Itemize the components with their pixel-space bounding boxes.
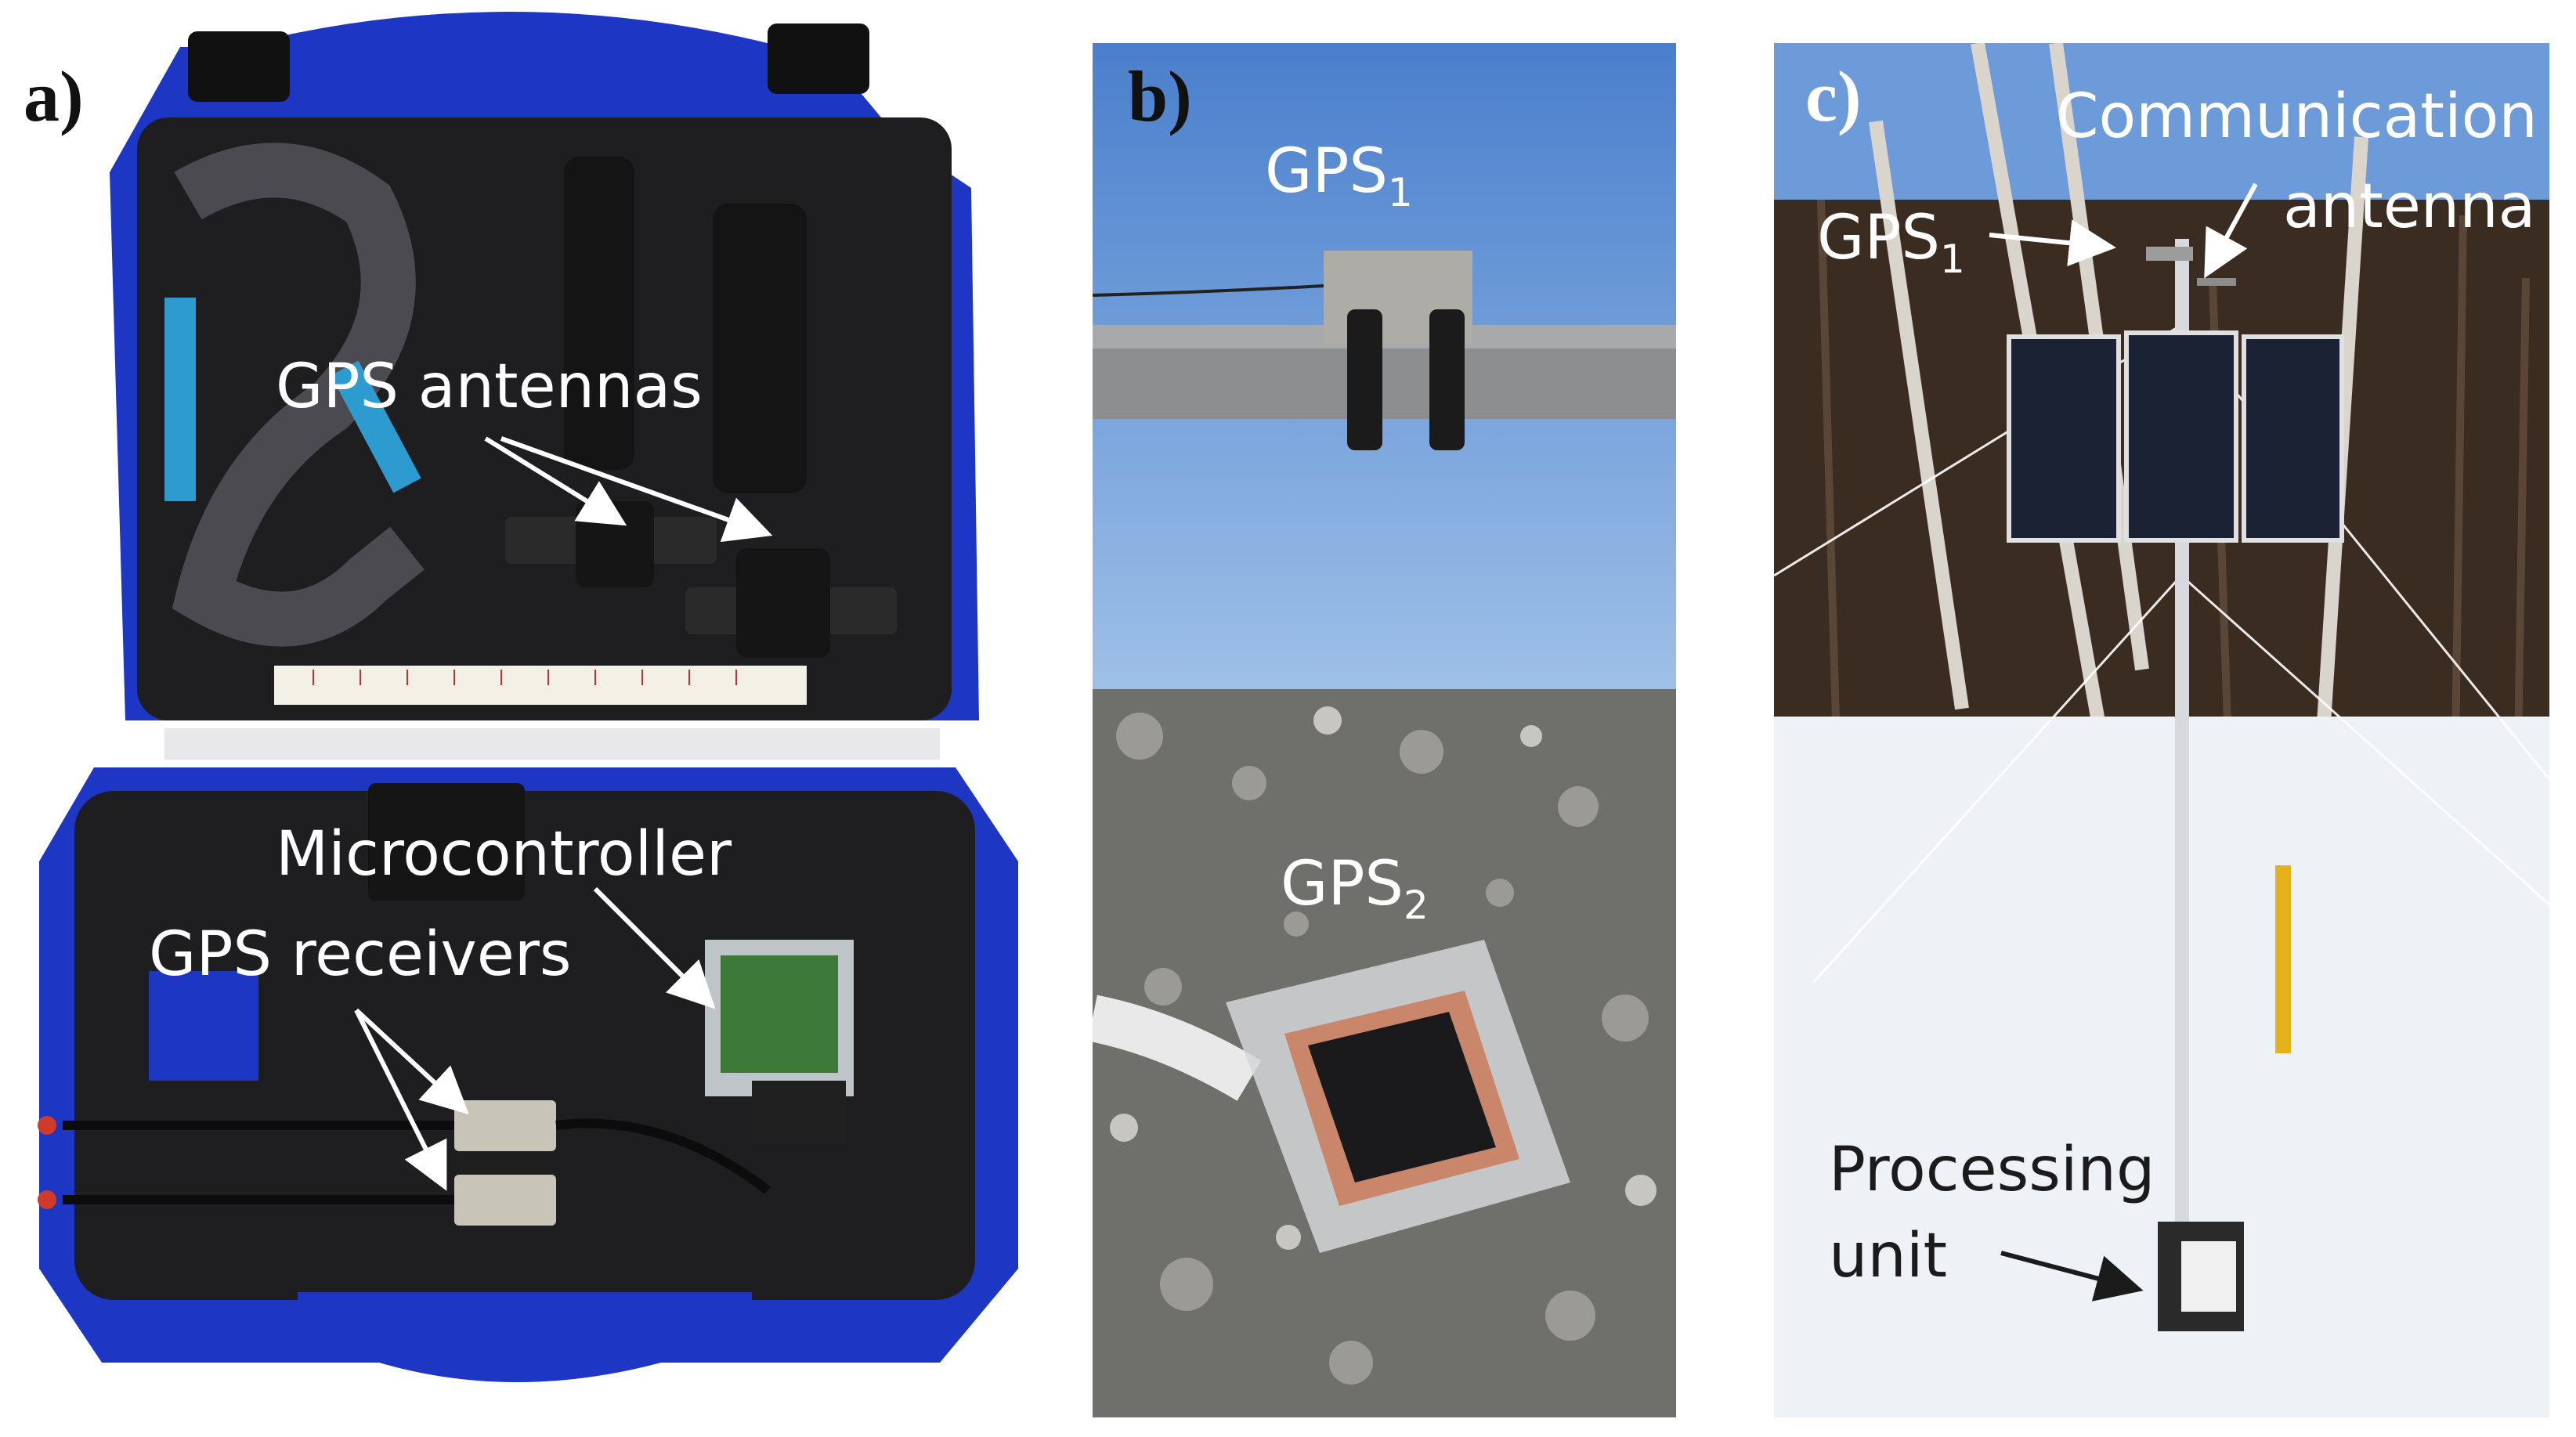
gravel-antenna-illustration bbox=[1093, 689, 1676, 1417]
panel-c-photo bbox=[1774, 43, 2549, 1417]
sky-pole-illustration bbox=[1093, 43, 1676, 689]
solar-panels bbox=[2007, 330, 2344, 543]
gps1-annotation-c: GPS1 bbox=[1817, 208, 1965, 279]
panel-b-label: b) bbox=[1128, 56, 1192, 136]
gps2-annotation-b-base: GPS bbox=[1281, 849, 1404, 919]
panel-c-label: c) bbox=[1805, 56, 1862, 136]
gps1-annotation-c-sub: 1 bbox=[1940, 236, 1965, 282]
panel-a-label: a) bbox=[23, 56, 84, 136]
communication-annotation: Communication bbox=[2056, 81, 2538, 152]
processing-annotation: Processing bbox=[1829, 1135, 2155, 1205]
station-illustration bbox=[1774, 43, 2549, 1417]
microcontroller-annotation: Microcontroller bbox=[276, 819, 732, 890]
panel-b-top-photo bbox=[1093, 43, 1676, 689]
panel-b-bottom-photo bbox=[1093, 689, 1676, 1417]
gps-receivers-annotation: GPS receivers bbox=[149, 919, 572, 990]
clamp-shape bbox=[164, 143, 425, 647]
antenna-annotation: antenna bbox=[2283, 172, 2536, 242]
gps1-annotation-b: GPS1 bbox=[1265, 141, 1413, 212]
case-illustration bbox=[38, 12, 1018, 1382]
panel-a-photo bbox=[0, 0, 1050, 1437]
gps1-annotation-c-base: GPS bbox=[1817, 203, 1940, 273]
gps-antennas-annotation: GPS antennas bbox=[276, 352, 703, 422]
gps2-annotation-b-sub: 2 bbox=[1404, 883, 1429, 928]
gps1-annotation-b-sub: 1 bbox=[1388, 170, 1413, 215]
gps2-annotation-b: GPS2 bbox=[1281, 854, 1429, 925]
unit-annotation: unit bbox=[1829, 1221, 1948, 1291]
gps1-annotation-b-base: GPS bbox=[1265, 136, 1388, 207]
